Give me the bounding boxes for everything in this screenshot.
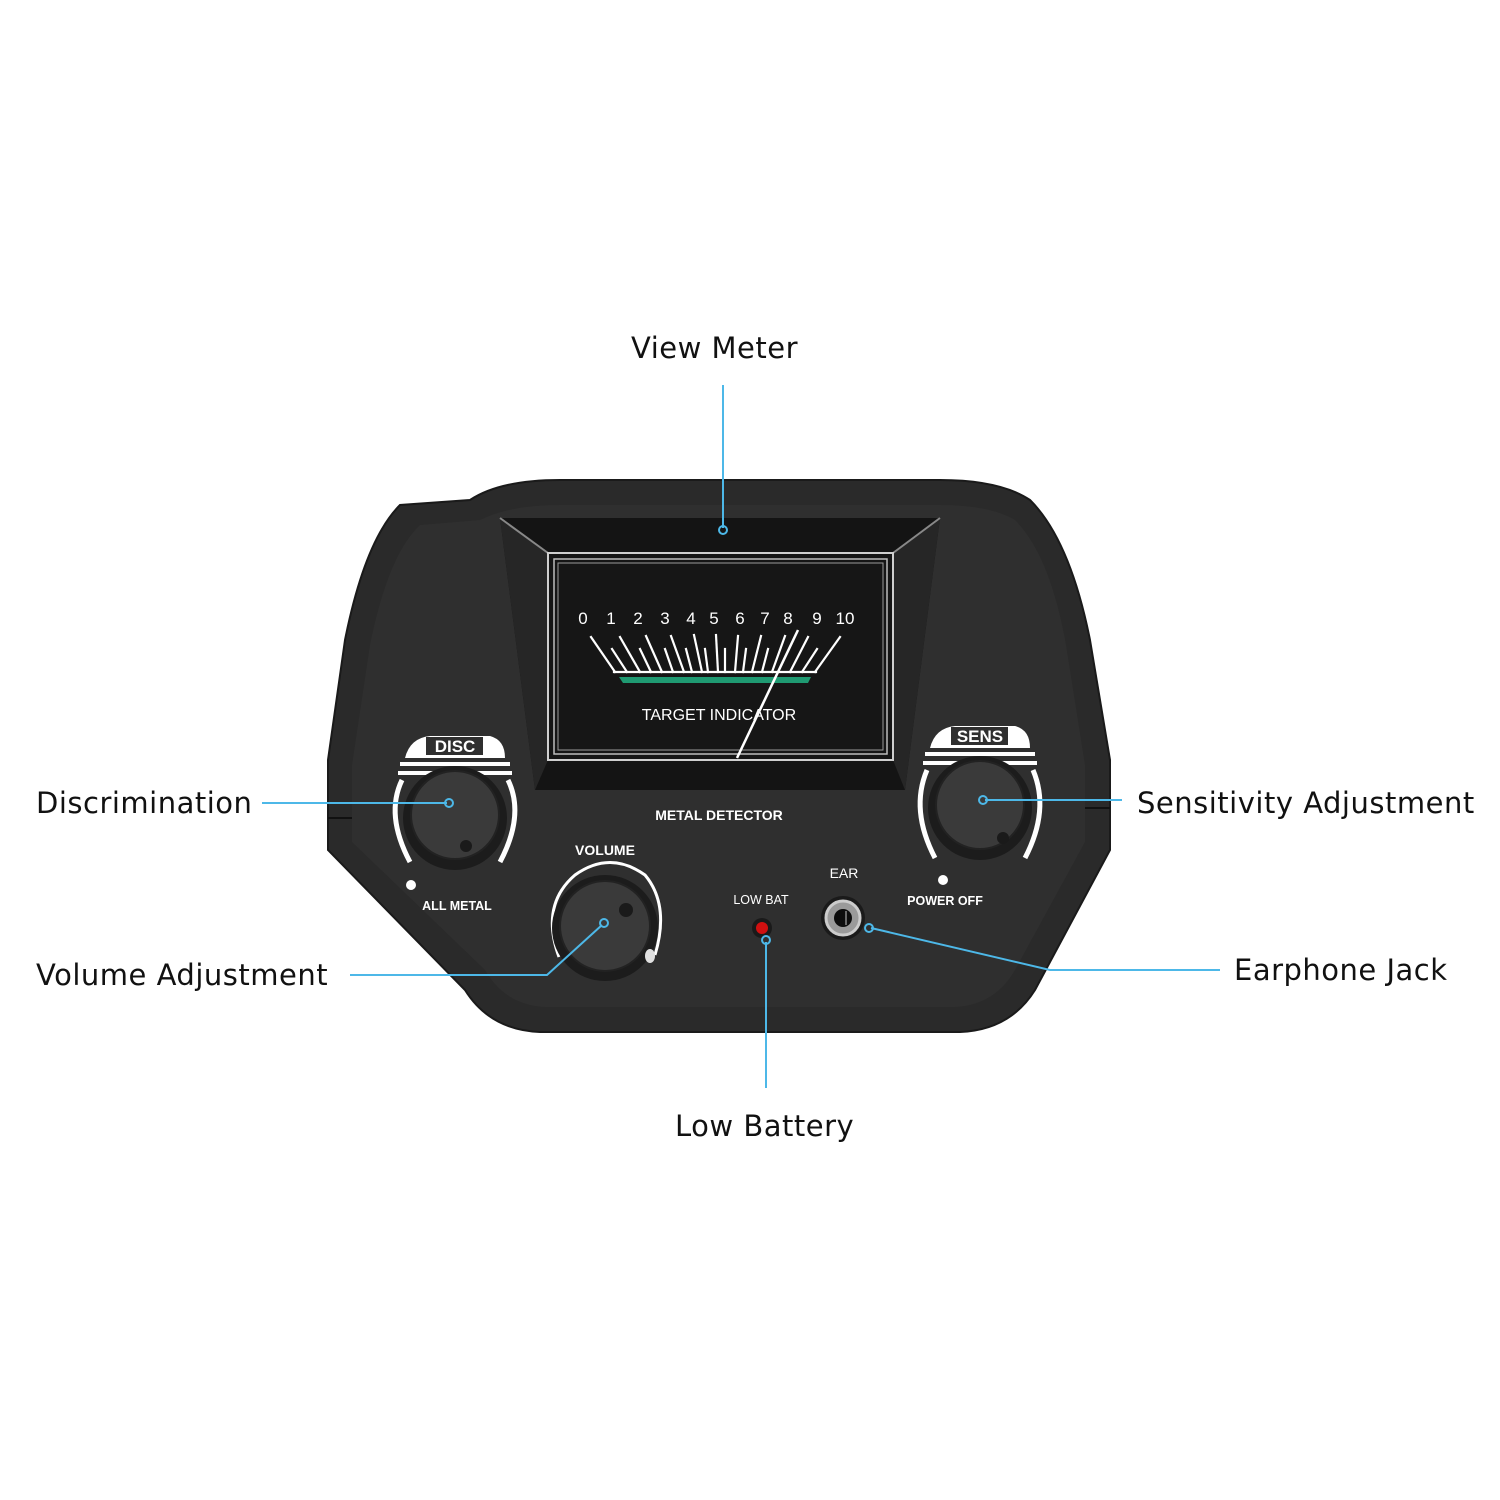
- scale-number: 4: [686, 609, 695, 628]
- disc-knob[interactable]: [410, 770, 500, 860]
- meter-scale-numbers: 0 1 2 3 4 5 6 7 8 9 10: [578, 609, 854, 628]
- meter-title: TARGET INDICATOR: [642, 707, 796, 724]
- sens-knob-assembly: SENS POWER OFF: [907, 726, 1043, 908]
- meter-needle: [735, 629, 800, 759]
- low-bat-label: LOW BAT: [733, 893, 789, 907]
- callout-lines: [262, 385, 1220, 1088]
- scale-number: 6: [735, 609, 744, 628]
- meter-green-band: [619, 677, 811, 683]
- scale-number: 3: [660, 609, 669, 628]
- callout-volume-adjustment: Volume Adjustment: [36, 958, 329, 992]
- callout-line-earphone: [870, 927, 1220, 971]
- low-battery-led: [756, 922, 768, 934]
- callout-earphone-jack: Earphone Jack: [1234, 953, 1448, 987]
- scale-number: 5: [709, 609, 718, 628]
- all-metal-label: ALL METAL: [422, 899, 492, 913]
- scale-number: 2: [633, 609, 642, 628]
- ear-label: EAR: [830, 865, 859, 881]
- scale-number: 9: [812, 609, 821, 628]
- disc-label: DISC: [435, 737, 476, 756]
- scale-number: 8: [783, 609, 792, 628]
- scale-number: 10: [836, 609, 855, 628]
- scale-number: 0: [578, 609, 587, 628]
- power-off-label: POWER OFF: [907, 894, 983, 908]
- sens-label: SENS: [957, 727, 1003, 746]
- callout-line-volume: [350, 924, 603, 976]
- volume-label: VOLUME: [575, 842, 635, 858]
- meter-scale-ticks: [589, 633, 842, 674]
- callout-discrimination: Discrimination: [36, 786, 253, 820]
- callout-low-battery: Low Battery: [675, 1109, 855, 1143]
- all-metal-indicator-dot: [406, 880, 416, 890]
- scale-number: 7: [760, 609, 769, 628]
- brand-label: METAL DETECTOR: [655, 807, 783, 823]
- callout-view-meter: View Meter: [631, 331, 799, 365]
- power-off-indicator-dot: [938, 875, 948, 885]
- callout-sensitivity-adjustment: Sensitivity Adjustment: [1137, 786, 1475, 820]
- scale-number: 1: [606, 609, 615, 628]
- sens-knob[interactable]: [935, 760, 1025, 850]
- disc-knob-assembly: DISC ALL METAL: [392, 736, 518, 913]
